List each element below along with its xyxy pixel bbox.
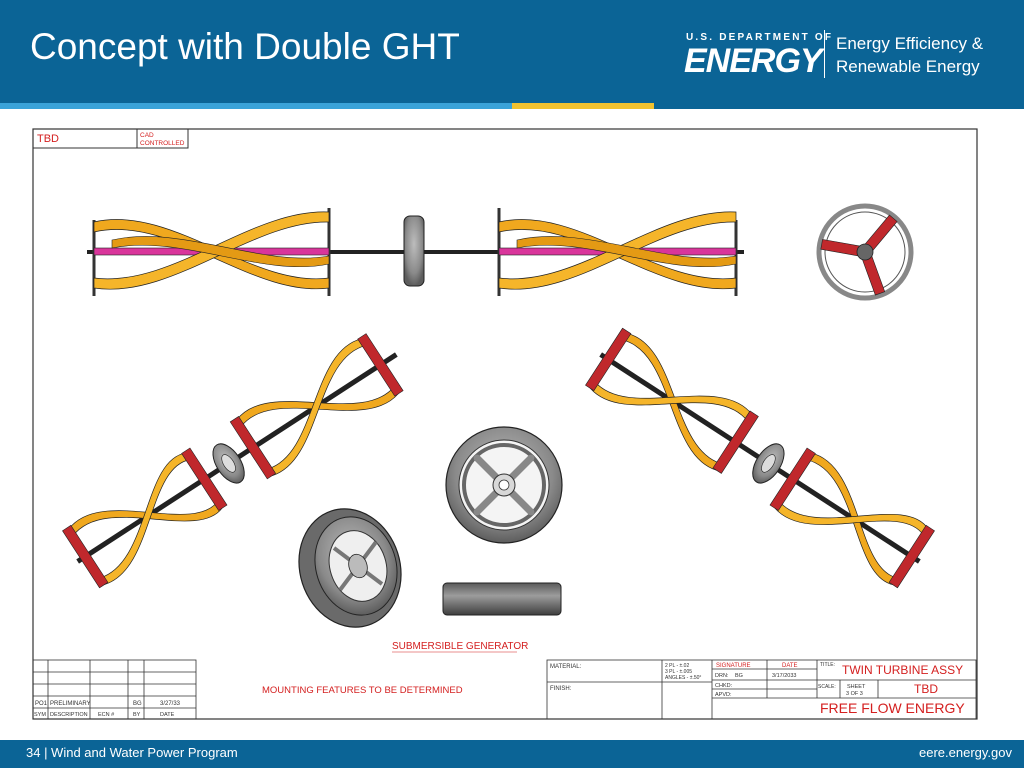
rev-h-ecn: ECN # bbox=[98, 712, 115, 718]
submersible-generator-label: SUBMERSIBLE GENERATOR bbox=[392, 641, 528, 652]
slide-title: Concept with Double GHT bbox=[30, 26, 460, 67]
sheet-value: 3 OF 3 bbox=[846, 691, 863, 697]
company-name: FREE FLOW ENERGY bbox=[820, 700, 965, 716]
tolerance-2pl: 2 PL - ±.02 bbox=[665, 663, 689, 669]
left-turbine-side bbox=[92, 208, 331, 296]
doe-brand-logo: ENERGY bbox=[684, 42, 823, 80]
corner-controlled-label: CONTROLLED bbox=[140, 140, 185, 147]
engineering-drawing: TBD CAD CONTROLLED bbox=[32, 128, 978, 720]
drawn-date: 3/17/2033 bbox=[772, 673, 796, 679]
rev-h-desc: DESCRIPTION bbox=[50, 712, 88, 718]
title-block bbox=[546, 659, 977, 720]
rev-by: BG bbox=[133, 701, 142, 707]
rev-h-by: BY bbox=[133, 712, 141, 718]
generator-side-view bbox=[403, 215, 425, 287]
footer-url[interactable]: eere.energy.gov bbox=[919, 745, 1012, 760]
rev-desc: PRELIMINARY bbox=[50, 701, 91, 707]
generator-edge-view bbox=[442, 582, 562, 616]
corner-box-right bbox=[136, 128, 189, 149]
eere-office-line2: Renewable Energy bbox=[836, 57, 980, 76]
corner-cad-label: CAD bbox=[140, 132, 154, 139]
slide-footer bbox=[0, 740, 1024, 768]
material-label: MATERIAL: bbox=[550, 664, 582, 670]
tolerance-3pl: 3 PL - ±.005 bbox=[665, 669, 692, 675]
footer-program: 34 | Wind and Water Power Program bbox=[26, 745, 238, 760]
iso-view-right bbox=[585, 327, 935, 589]
signature-label: SIGNATURE bbox=[716, 663, 751, 669]
rev-sym: PO1 bbox=[35, 701, 48, 707]
slide-header bbox=[0, 0, 1024, 103]
rev-h-date: DATE bbox=[160, 712, 175, 718]
sheet-label: SHEET bbox=[847, 684, 866, 690]
tolerance-angles: ANGLES - ±.50° bbox=[665, 675, 701, 681]
generator-iso-view bbox=[298, 508, 402, 628]
iso-view-left bbox=[62, 333, 404, 589]
rev-date: 3/27/33 bbox=[160, 701, 181, 707]
corner-tbd-label: TBD bbox=[37, 133, 59, 145]
revision-block bbox=[32, 659, 197, 720]
date-col-label: DATE bbox=[782, 663, 798, 669]
header-stripe-blue bbox=[0, 103, 512, 109]
title-label: TITLE: bbox=[820, 662, 835, 668]
checked-label: CHKD: bbox=[715, 683, 733, 689]
end-view-turbine bbox=[816, 203, 914, 301]
doe-dept-line: U.S. DEPARTMENT OF bbox=[686, 32, 834, 43]
mounting-features-label: MOUNTING FEATURES TO BE DETERMINED bbox=[262, 685, 463, 696]
header-stripe-dark bbox=[654, 103, 1024, 109]
scale-value: TBD bbox=[914, 682, 938, 696]
drawing-title: TWIN TURBINE ASSY bbox=[842, 663, 963, 677]
eere-office-line1: Energy Efficiency & bbox=[836, 34, 984, 53]
header-stripe-yellow bbox=[512, 103, 654, 109]
drawn-by: BG bbox=[735, 673, 743, 679]
generator-face-view bbox=[445, 426, 563, 544]
rev-h-sym: SYM bbox=[34, 712, 46, 718]
approved-label: APVD: bbox=[715, 692, 732, 698]
finish-label: FINISH: bbox=[550, 686, 572, 692]
side-view-assembly bbox=[87, 208, 744, 296]
logo-separator bbox=[824, 30, 825, 78]
drawn-label: DRN: bbox=[715, 673, 729, 679]
right-turbine-side bbox=[497, 208, 738, 296]
scale-label: SCALE: bbox=[818, 684, 836, 690]
